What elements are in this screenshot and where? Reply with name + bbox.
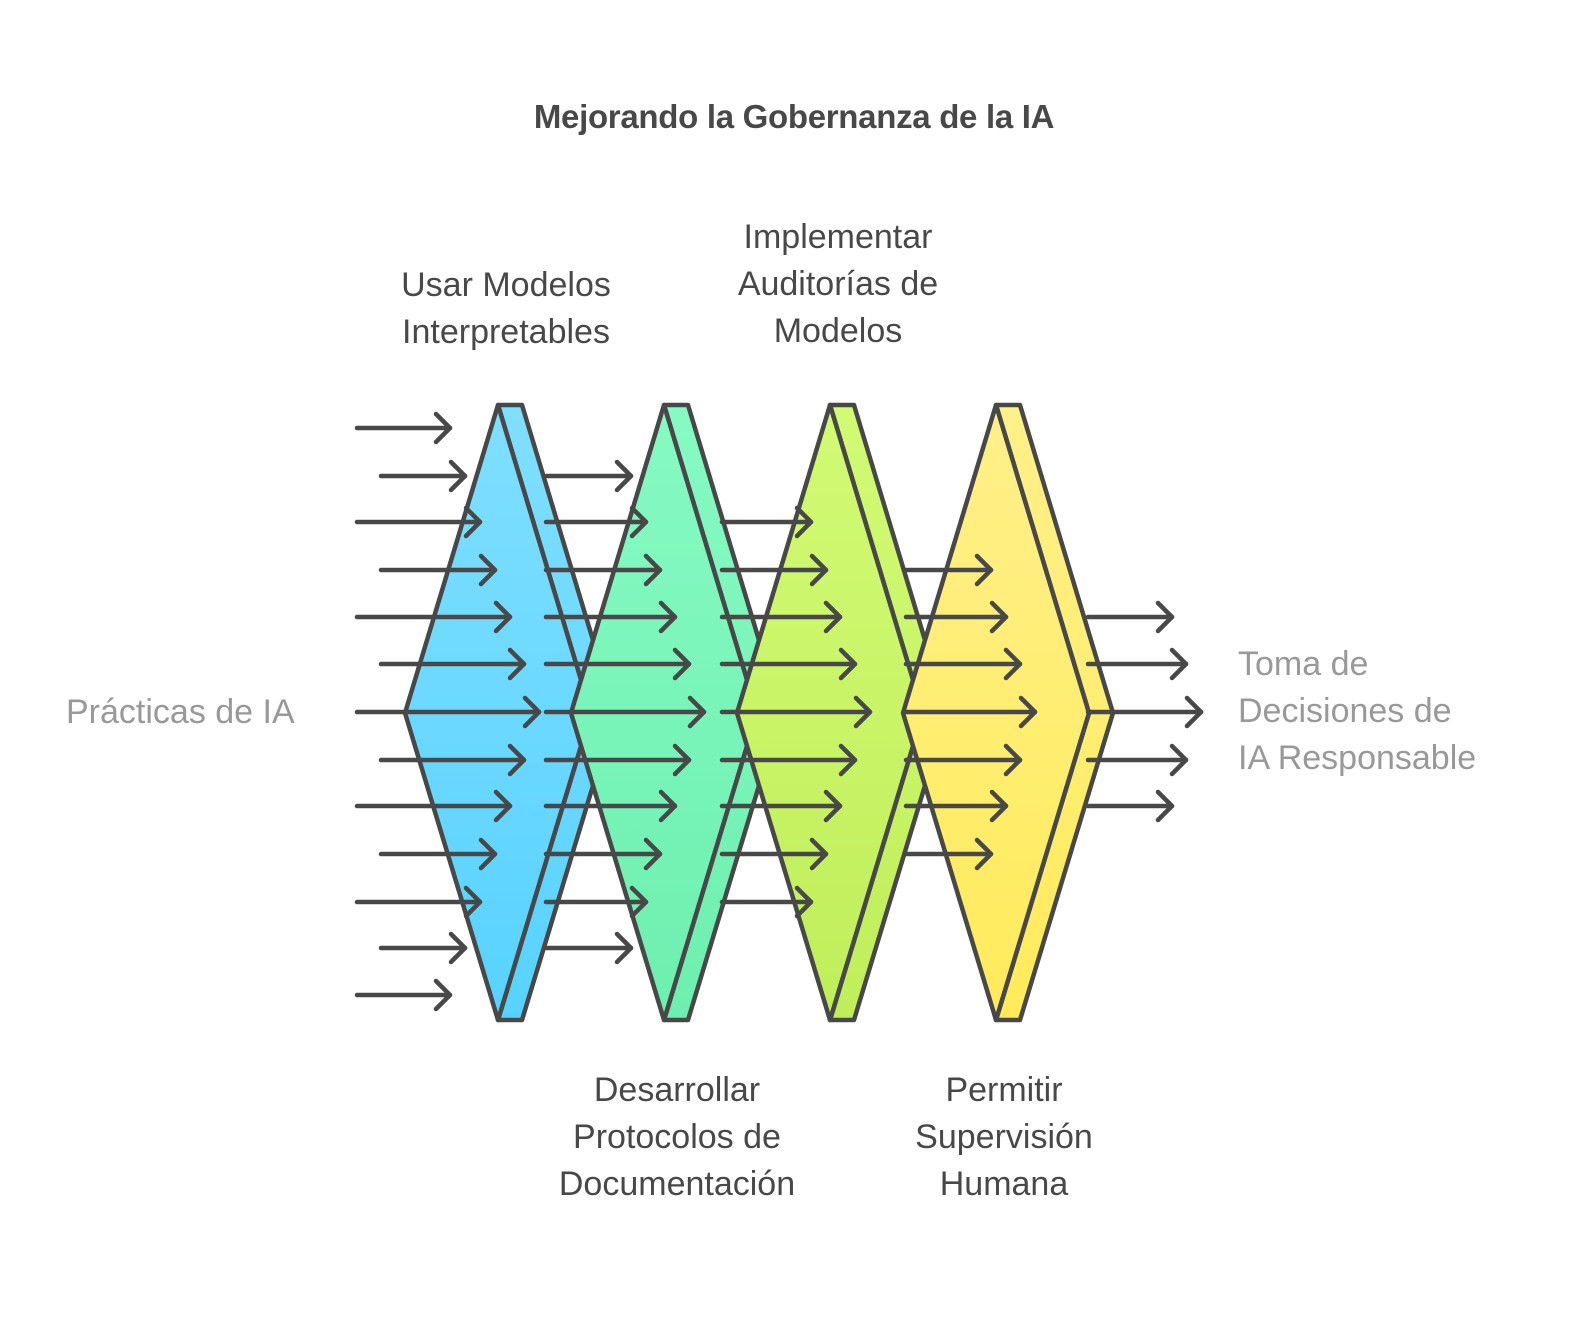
input-arrow (378, 743, 527, 777)
stage-3-arrow (903, 837, 994, 871)
stage-label-line: Desarrollar (593, 1071, 761, 1109)
diagram-layers (354, 402, 1204, 1023)
stage-1-arrow (543, 885, 649, 919)
stage-1-arrow (543, 600, 678, 634)
stage-1-arrow (543, 553, 663, 587)
stage-3-arrow (903, 553, 994, 587)
input-arrow (354, 885, 483, 919)
stage-1-arrow (543, 931, 634, 965)
input-arrow (378, 837, 498, 871)
stage-2-arrow (719, 600, 843, 634)
stage-3-arrow (903, 600, 1009, 634)
output-arrow (1085, 647, 1189, 681)
stage-1-arrow (543, 837, 663, 871)
input-arrow (354, 411, 453, 445)
stage-3-arrow (903, 743, 1023, 777)
stage-label-line: Auditorías de (737, 265, 939, 303)
stage-1-label: Usar Modelos Interpretables (356, 262, 656, 356)
stage-label-line: Documentación (558, 1165, 796, 1203)
stage-1-arrow (543, 505, 649, 539)
stage-label-line: Interpretables (402, 313, 610, 351)
stage-label-line: Usar Modelos (401, 266, 611, 304)
input-arrow (354, 600, 513, 634)
stage-label-line: Implementar (743, 218, 933, 256)
stage-2-arrow (719, 553, 829, 587)
stage-label-line: Humana (939, 1165, 1069, 1203)
stage-label-line: Protocolos de (573, 1118, 781, 1156)
output-arrow (1085, 743, 1189, 777)
stage-3-label: Implementar Auditorías de Modelos (688, 214, 988, 355)
output-label-line: Decisiones de (1238, 692, 1452, 730)
output-arrow (1085, 789, 1175, 823)
stage-1-arrow (543, 695, 707, 729)
output-label-line: Toma de (1238, 645, 1369, 683)
stage-1-arrow (543, 647, 692, 681)
input-label: Prácticas de IA (66, 693, 295, 731)
input-arrow (378, 931, 468, 965)
stage-2-arrow (719, 789, 843, 823)
stage-2-arrow (719, 505, 814, 539)
input-arrow (378, 553, 498, 587)
output-label-line: IA Responsable (1238, 739, 1477, 777)
stage-1-arrow (543, 789, 678, 823)
stage-3-arrow (903, 789, 1009, 823)
output-arrow (1085, 600, 1175, 634)
stage-3-arrow (903, 647, 1023, 681)
input-arrow (378, 647, 527, 681)
stage-2-arrow (719, 695, 873, 729)
input-arrow (378, 459, 468, 493)
stage-label-line: Modelos (773, 312, 903, 350)
stage-1-arrow (543, 459, 634, 493)
output-arrow (1085, 695, 1204, 729)
stage-4-label: Permitir Supervisión Humana (854, 1067, 1154, 1208)
stage-1-arrow (543, 743, 692, 777)
input-arrow (354, 978, 453, 1012)
stage-2-arrow (719, 647, 858, 681)
stage-2-arrow (719, 885, 814, 919)
stage-3-arrow (903, 695, 1038, 729)
stage-label-line: Supervisión (915, 1118, 1093, 1156)
input-arrow (354, 695, 542, 729)
stage-2-arrow (719, 837, 829, 871)
stage-2-arrow (719, 743, 858, 777)
stage-2-label: Desarrollar Protocolos de Documentación (527, 1067, 827, 1208)
stage-label-line: Permitir (945, 1071, 1063, 1109)
input-arrow (354, 505, 483, 539)
output-label: Toma de Decisiones de IA Responsable (1238, 641, 1476, 782)
input-arrow (354, 789, 513, 823)
diagram-title: Mejorando la Gobernanza de la IA (533, 98, 1055, 135)
